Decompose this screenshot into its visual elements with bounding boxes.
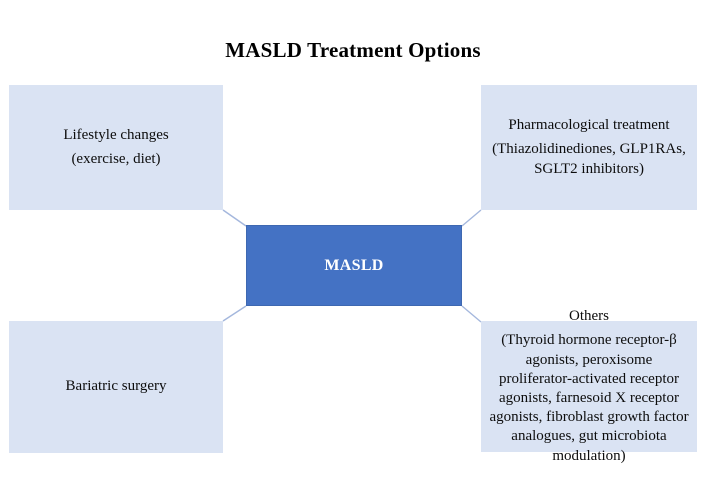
connector-center-to-pharmacological [461,209,482,227]
center-label: MASLD [324,256,384,274]
node-heading: Bariatric surgery [65,378,167,395]
connector-lifestyle-to-center [222,209,247,227]
connector-center-to-others [461,305,482,323]
node-heading: Others [569,308,609,325]
connector-center-to-bariatric [222,305,247,322]
node-detail: (Thyroid hormone receptor-β agonists, pe… [489,332,689,464]
node-masld-center: MASLD [246,225,462,306]
node-heading: Pharmacological treatment [508,117,670,134]
diagram-title: MASLD Treatment Options [225,38,481,62]
node-bariatric-surgery: Bariatric surgery [9,321,223,453]
node-others: Others (Thyroid hormone receptor-β agoni… [481,308,697,464]
node-lifestyle-changes: Lifestyle changes (exercise, diet) [9,85,223,210]
node-detail: (exercise, diet) [71,151,161,167]
node-heading: Lifestyle changes [63,126,169,143]
node-detail: (Thiazolidinediones, GLP1RAs, SGLT2 inhi… [492,141,686,177]
node-pharmacological-treatment: Pharmacological treatment (Thiazolidined… [481,85,697,210]
